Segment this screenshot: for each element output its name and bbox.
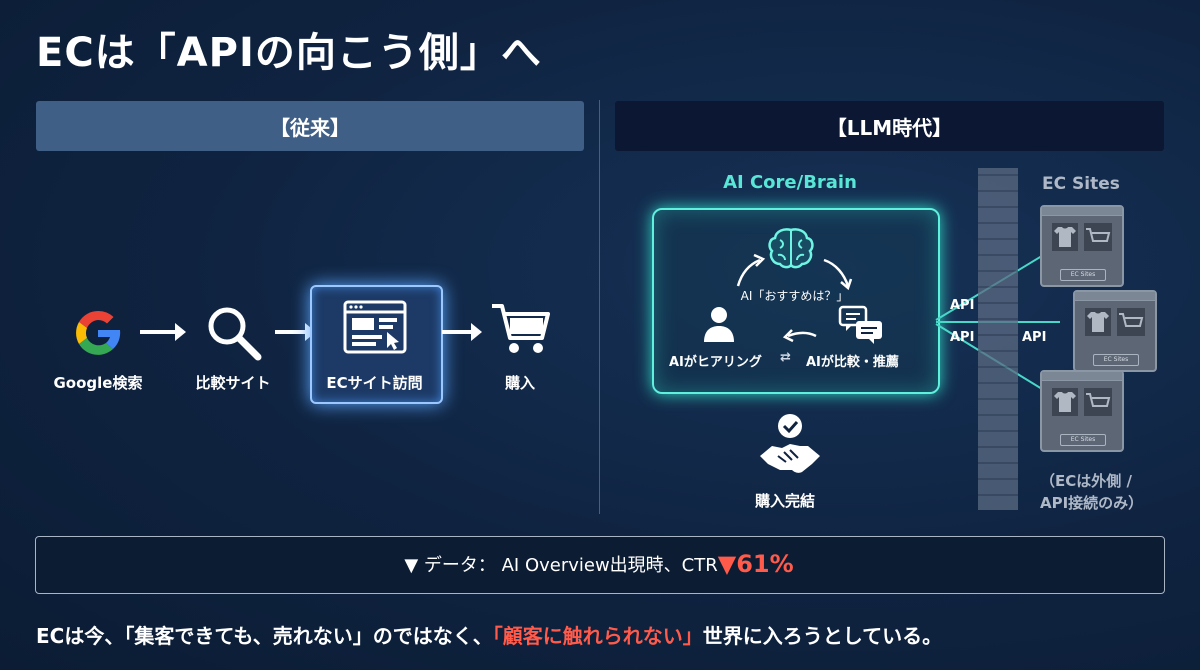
ec-site-card-1: EC Sites bbox=[1040, 205, 1124, 287]
browser-window-icon bbox=[343, 300, 407, 360]
person-icon bbox=[702, 305, 736, 347]
outside-note-line1: （ECは外側 / bbox=[1040, 472, 1132, 490]
ai-core-frame bbox=[652, 208, 940, 394]
api-wall bbox=[978, 168, 1018, 510]
google-icon bbox=[70, 305, 126, 365]
ec-visit-box bbox=[310, 285, 443, 404]
flow-arrow-3 bbox=[442, 323, 482, 341]
footer-part1: ECは今、「集客できても、売れない」のではなく、 bbox=[36, 624, 493, 648]
outside-note-line2: API接続のみ） bbox=[1040, 494, 1144, 512]
api-label-1: API bbox=[950, 298, 975, 313]
compare-site-label: 比較サイト bbox=[195, 374, 271, 392]
hearing-label: AIがヒアリング bbox=[669, 355, 762, 370]
shirt-icon bbox=[1085, 308, 1145, 336]
brain-icon bbox=[766, 226, 816, 274]
data-bar-text: ▼ データ： AI Overview出現時、CTR bbox=[404, 555, 718, 576]
cycle-arrows bbox=[718, 248, 868, 352]
ec-site-tag: EC Sites bbox=[1093, 354, 1139, 366]
purchase-complete-label: 購入完結 bbox=[755, 492, 816, 510]
llm-header: 【LLM時代】 bbox=[615, 101, 1164, 151]
chat-bubbles-icon bbox=[838, 305, 884, 349]
section-divider bbox=[599, 100, 600, 514]
ec-site-tag: EC Sites bbox=[1060, 269, 1106, 281]
page-title: ECは「APIの向こう側」へ bbox=[36, 30, 542, 76]
google-search-label: Google検索 bbox=[53, 374, 143, 392]
ec-visit-label: ECサイト訪問 bbox=[326, 374, 423, 392]
handshake-check-icon bbox=[758, 412, 822, 482]
exchange-symbol: ⇄ bbox=[780, 350, 791, 365]
data-bar bbox=[35, 536, 1165, 594]
footer-highlight: 「顧客に触れられない」 bbox=[492, 624, 703, 648]
ec-site-card-3: EC Sites bbox=[1040, 370, 1124, 452]
footer-message: ECは今、「集客できても、売れない」のではなく、「顧客に触れられない」世界に入ろ… bbox=[36, 620, 942, 649]
purchase-label: 購入 bbox=[504, 374, 535, 392]
flow-arrow-2 bbox=[275, 323, 316, 341]
traditional-header: 【従来】 bbox=[36, 101, 584, 151]
ec-site-card-2: EC Sites bbox=[1073, 290, 1157, 372]
api-label-3: API bbox=[1022, 330, 1047, 345]
footer-part2: 世界に入ろうとしている。 bbox=[702, 624, 943, 648]
data-bar-content: ▼ データ： AI Overview出現時、CTR ▼61% bbox=[35, 536, 1163, 592]
ctr-drop-value: ▼61% bbox=[717, 550, 794, 578]
ai-core-title: AI Core/Brain bbox=[723, 172, 857, 193]
cart-icon bbox=[490, 300, 552, 362]
ec-site-tag: EC Sites bbox=[1060, 434, 1106, 446]
compare-recommend-label: AIが比較・推薦 bbox=[806, 355, 899, 370]
flow-arrow-1 bbox=[140, 323, 186, 341]
ec-sites-title: EC Sites bbox=[1042, 174, 1120, 194]
recommend-prompt: AI「おすすめは？」 bbox=[740, 289, 849, 303]
shirt-icon bbox=[1052, 388, 1112, 416]
api-label-2: API bbox=[950, 330, 975, 345]
shirt-icon bbox=[1052, 223, 1112, 251]
search-icon bbox=[203, 302, 265, 368]
